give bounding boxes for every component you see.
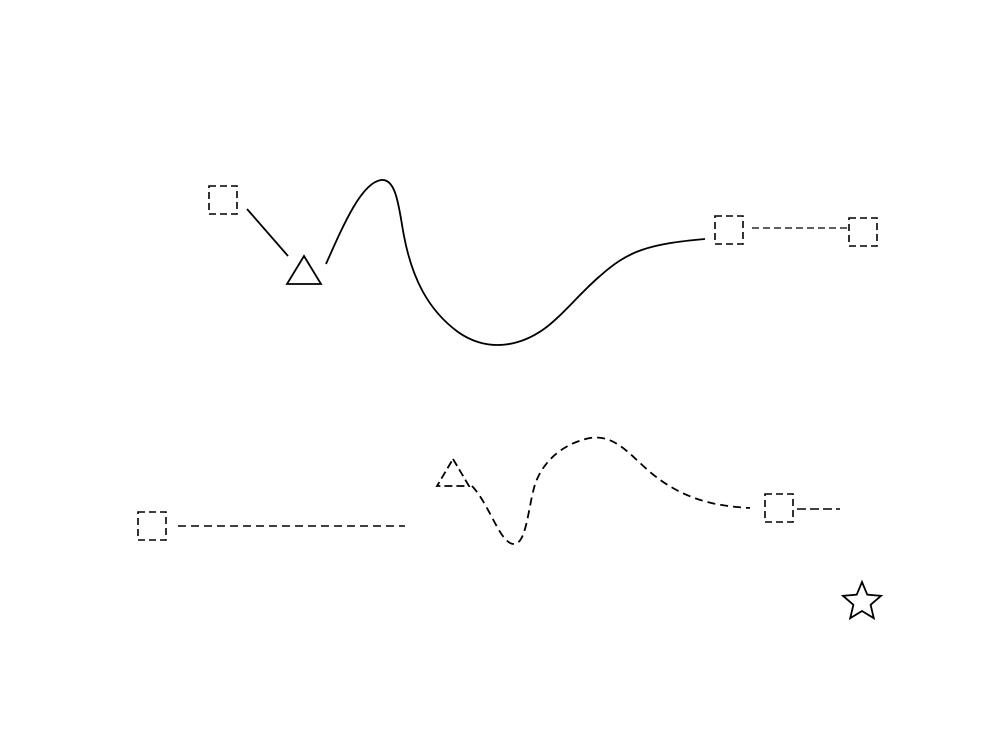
lower-row <box>137 436 840 545</box>
upper-triangle <box>285 254 323 285</box>
upper-middle-square <box>714 215 744 245</box>
lower-curve <box>471 436 751 545</box>
lower-triangle <box>435 457 471 487</box>
lower-right-square <box>764 493 794 523</box>
upper-right-square <box>848 217 878 247</box>
upper-left-connector <box>246 208 289 257</box>
upper-curve <box>325 179 706 346</box>
upper-left-square <box>208 185 238 215</box>
star-icon <box>840 579 884 621</box>
lower-left-square <box>137 511 167 541</box>
upper-row <box>208 179 878 346</box>
